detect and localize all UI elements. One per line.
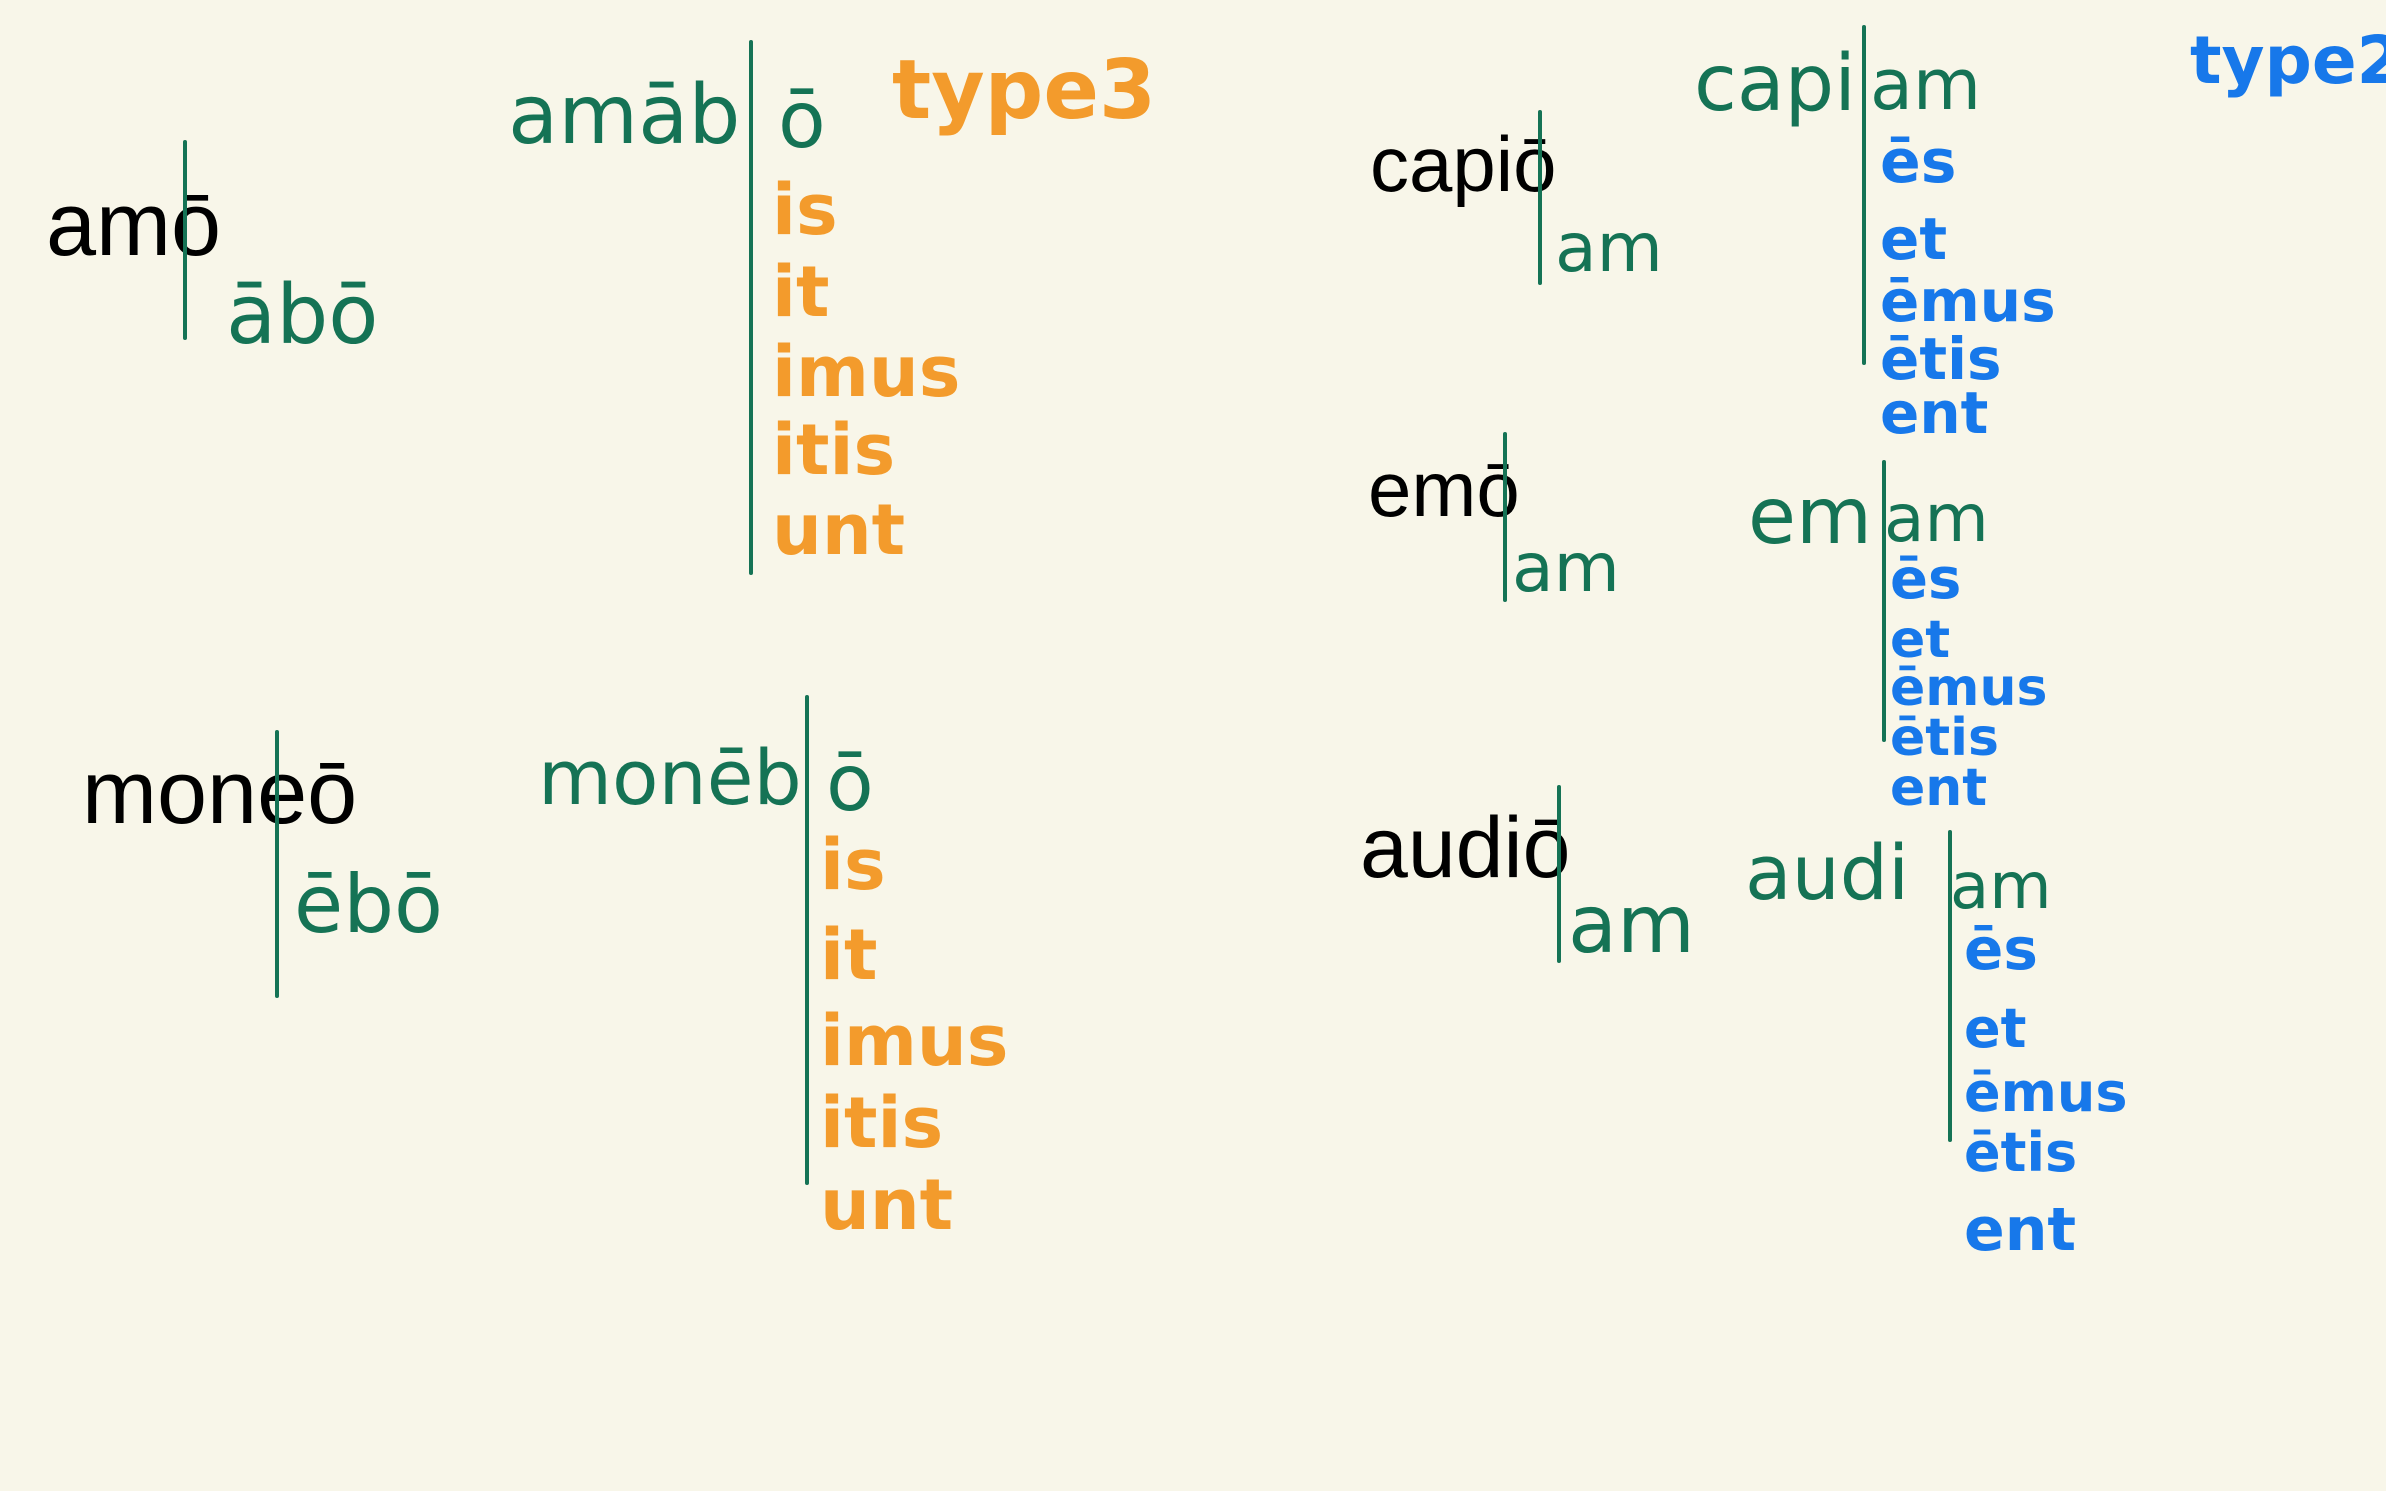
amo-ending: imus [772, 331, 961, 413]
moneo-ending: is [820, 824, 886, 906]
verb-moneo-typed: moneō [82, 743, 358, 843]
divider-amo-future [749, 40, 753, 575]
type3-label: type3 [892, 43, 1157, 138]
amo-first-ending: ō [778, 76, 826, 166]
audio-stem-ending: am [1568, 878, 1695, 971]
emo-conjugated-stem: em [1748, 472, 1872, 562]
divider-moneo [275, 730, 279, 998]
emo-ending: ent [1890, 758, 1988, 818]
capio-ending: ēs [1880, 127, 1957, 197]
capio-ending: ētis [1880, 325, 2002, 393]
audio-ending: ēs [1964, 915, 2038, 983]
capio-stem-ending: am [1555, 209, 1663, 288]
audio-ending: ētis [1964, 1121, 2078, 1184]
amo-ending: it [772, 251, 830, 333]
audio-ending: ēmus [1964, 1061, 2128, 1124]
emo-ending: ēs [1890, 547, 1962, 612]
capio-first-ending: am [1870, 44, 1982, 126]
emo-ending: ētis [1890, 708, 1999, 768]
emo-ending: ēmus [1890, 658, 2048, 718]
divider-capio-future [1862, 25, 1866, 365]
divider-audio [1557, 785, 1561, 963]
verb-emo-typed: emō [1368, 445, 1520, 533]
audio-first-ending: am [1950, 850, 2052, 924]
divider-amo [183, 140, 187, 340]
divider-audio-future [1948, 830, 1952, 1142]
capio-conjugated-stem: capi [1694, 39, 1856, 129]
capio-ending: et [1880, 205, 1948, 273]
emo-ending: et [1890, 610, 1951, 670]
capio-ending: ent [1880, 379, 1989, 447]
audio-ending: ent [1964, 1195, 2077, 1265]
divider-moneo-future [805, 695, 809, 1185]
moneo-first-ending: ō [826, 739, 874, 829]
audio-conjugated-stem: audi [1745, 828, 1910, 917]
emo-first-ending: am [1884, 480, 1989, 557]
moneo-ending: itis [820, 1082, 944, 1164]
emo-stem-ending: am [1512, 529, 1620, 608]
amo-stem-ending: ābō [226, 268, 379, 363]
amo-conjugated-stem: amāb [508, 68, 741, 163]
moneo-ending: unt [820, 1164, 954, 1246]
amo-ending: unt [772, 489, 906, 571]
divider-capio [1538, 110, 1542, 285]
capio-ending: ēmus [1880, 267, 2056, 335]
moneo-ending: imus [820, 1000, 1009, 1082]
type2-label: type2 [2190, 22, 2386, 99]
moneo-conjugated-stem: monēb [538, 733, 802, 822]
verb-audio-typed: audiō [1360, 800, 1571, 896]
amo-ending: is [772, 169, 838, 251]
divider-emo-future [1882, 460, 1886, 742]
divider-emo [1503, 432, 1507, 602]
audio-ending: et [1964, 997, 2027, 1060]
moneo-stem-ending: ēbō [294, 858, 443, 951]
verb-amo-typed: amō [46, 175, 222, 275]
verb-capio-typed: capiō [1370, 120, 1557, 208]
amo-ending: itis [772, 409, 896, 491]
moneo-ending: it [820, 914, 878, 996]
